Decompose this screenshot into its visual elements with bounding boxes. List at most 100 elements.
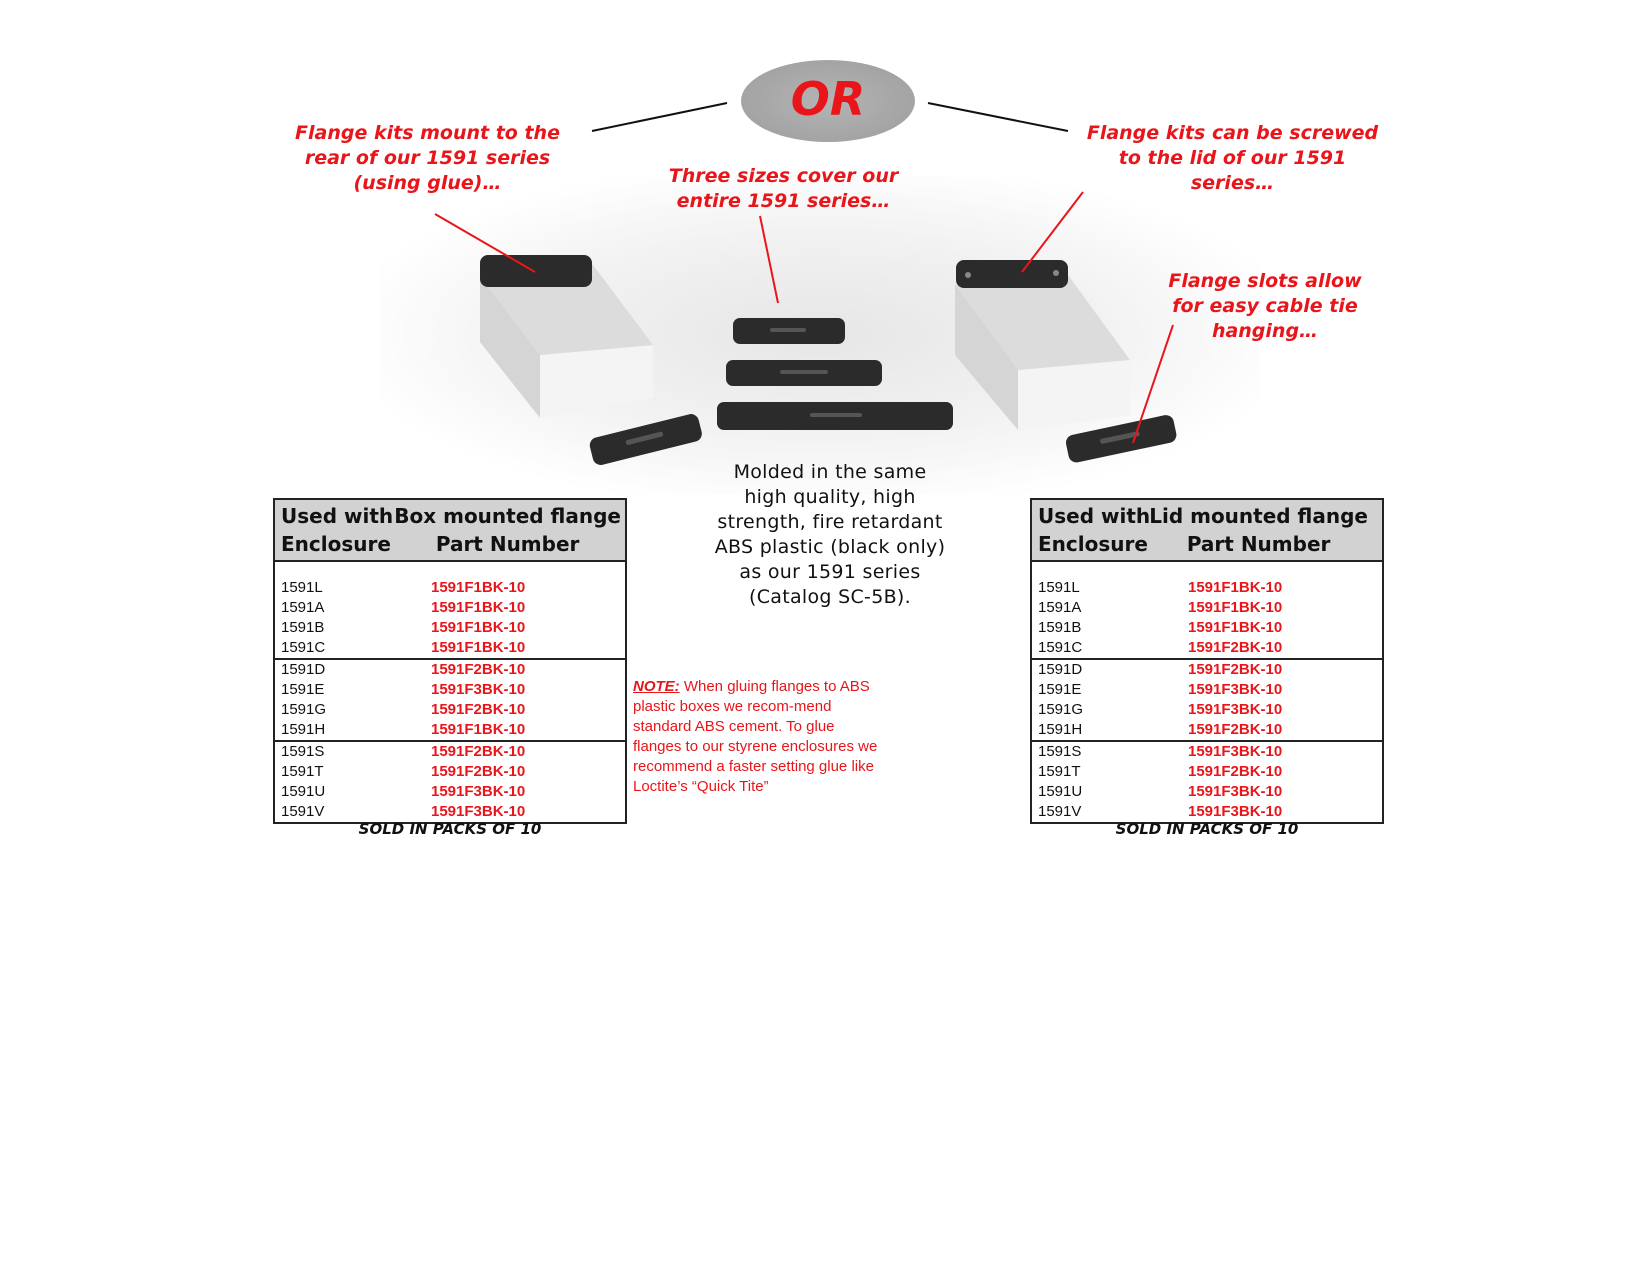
enclosure-cell: 1591G — [281, 701, 327, 718]
part-number-cell: 1591F2BK-10 — [431, 661, 526, 678]
header-line: Part Number — [435, 532, 580, 556]
table-row: 1591U 1591F3BK-10 — [275, 782, 625, 802]
gluing-note: NOTE: When gluing flanges to ABS plastic… — [633, 677, 878, 797]
enclosure-cell: 1591H — [1038, 721, 1083, 738]
box-flange-table: Used with Enclosure Box mounted flange P… — [273, 498, 627, 824]
right-loose-flange — [1065, 415, 1177, 463]
header-line: Box mounted flange — [394, 504, 621, 528]
left-loose-flange — [589, 414, 702, 465]
table-row: 1591L 1591F1BK-10 — [1032, 578, 1382, 598]
enclosure-cell: 1591A — [281, 599, 325, 616]
part-number-cell: 1591F2BK-10 — [1188, 661, 1283, 678]
table-header: Used with Enclosure Lid mounted flange P… — [1032, 500, 1382, 562]
part-number-cell: 1591F1BK-10 — [431, 599, 526, 616]
table-row: 1591B 1591F1BK-10 — [1032, 618, 1382, 638]
enclosure-cell: 1591S — [281, 743, 325, 760]
header-line: Enclosure — [281, 532, 391, 556]
table-row: 1591E 1591F3BK-10 — [1032, 680, 1382, 700]
pointer-line-sizes — [759, 215, 779, 304]
enclosure-cell: 1591C — [281, 639, 326, 656]
part-number-cell: 1591F3BK-10 — [431, 803, 526, 820]
part-number-cell: 1591F2BK-10 — [431, 743, 526, 760]
part-number-cell: 1591F2BK-10 — [1188, 763, 1283, 780]
callout-slots: Flange slots allow for easy cable tie ha… — [1168, 270, 1362, 342]
right-enclosure — [955, 275, 1130, 430]
part-number-cell: 1591F1BK-10 — [1188, 619, 1283, 636]
part-number-cell: 1591F1BK-10 — [431, 639, 526, 656]
part-number-cell: 1591F3BK-10 — [1188, 681, 1283, 698]
description-line: ABS plastic (black only) — [714, 536, 946, 558]
pointer-line-lid — [1021, 191, 1084, 273]
part-number-cell: 1591F3BK-10 — [431, 681, 526, 698]
table-row: 1591G 1591F3BK-10 — [1032, 700, 1382, 720]
left-rear-flange — [480, 255, 592, 287]
part-column-header: Box mounted flange Part Number — [394, 502, 621, 558]
part-number-cell: 1591F3BK-10 — [431, 783, 526, 800]
table-row: 1591H 1591F1BK-10 — [275, 720, 625, 740]
part-number-cell: 1591F3BK-10 — [1188, 701, 1283, 718]
description-line: high quality, high — [744, 486, 916, 508]
table-row: 1591S 1591F2BK-10 — [275, 740, 625, 762]
lid-table-footer: SOLD IN PACKS OF 10 — [1115, 820, 1299, 838]
material-description: Molded in the same high quality, high st… — [695, 460, 965, 610]
enclosure-cell: 1591U — [281, 783, 326, 800]
description-line: (Catalog SC-5B). — [749, 586, 911, 608]
part-number-cell: 1591F1BK-10 — [431, 721, 526, 738]
table-row: 1591C 1591F1BK-10 — [275, 638, 625, 658]
header-line: Used with — [1038, 504, 1151, 528]
enclosure-cell: 1591L — [1038, 579, 1080, 596]
right-lid-flange — [956, 260, 1068, 288]
pointer-line-slots — [1132, 324, 1174, 444]
enclosure-cell: 1591L — [281, 579, 323, 596]
description-line: Molded in the same — [733, 461, 927, 483]
enclosure-cell: 1591C — [1038, 639, 1083, 656]
or-connector-line-right — [927, 102, 1069, 132]
or-connector-line-left — [591, 102, 728, 132]
enclosure-cell: 1591B — [1038, 619, 1082, 636]
enclosure-cell: 1591E — [1038, 681, 1082, 698]
part-number-cell: 1591F1BK-10 — [431, 619, 526, 636]
table-row: 1591A 1591F1BK-10 — [275, 598, 625, 618]
enclosure-cell: 1591S — [1038, 743, 1082, 760]
part-number-cell: 1591F2BK-10 — [431, 701, 526, 718]
table-row: 1591V 1591F3BK-10 — [1032, 802, 1382, 822]
enclosure-cell: 1591A — [1038, 599, 1082, 616]
part-column-header: Lid mounted flange Part Number — [1149, 502, 1368, 558]
enclosure-cell: 1591V — [1038, 803, 1082, 820]
table-row: 1591T 1591F2BK-10 — [275, 762, 625, 782]
note-text: When gluing flanges to ABS plastic boxes… — [633, 678, 878, 795]
table-header: Used with Enclosure Box mounted flange P… — [275, 500, 625, 562]
part-number-cell: 1591F3BK-10 — [1188, 743, 1283, 760]
part-number-cell: 1591F2BK-10 — [431, 763, 526, 780]
callout-three-sizes: Three sizes cover our entire 1591 series… — [668, 165, 899, 212]
part-number-cell: 1591F3BK-10 — [1188, 803, 1283, 820]
table-row: 1591V 1591F3BK-10 — [275, 802, 625, 822]
enclosure-cell: 1591D — [281, 661, 326, 678]
lid-flange-table: Used with Enclosure Lid mounted flange P… — [1030, 498, 1384, 824]
enclosure-cell: 1591V — [281, 803, 325, 820]
enclosure-cell: 1591H — [281, 721, 326, 738]
callout-rear-mount: Flange kits mount to the rear of our 159… — [295, 122, 560, 194]
header-line: Part Number — [1186, 532, 1331, 556]
or-badge: OR — [741, 60, 915, 142]
table-row: 1591G 1591F2BK-10 — [275, 700, 625, 720]
enclosure-cell: 1591T — [281, 763, 324, 780]
box-table-footer: SOLD IN PACKS OF 10 — [358, 820, 542, 838]
table-row: 1591S 1591F3BK-10 — [1032, 740, 1382, 762]
table-row: 1591D 1591F2BK-10 — [275, 658, 625, 680]
enclosure-cell: 1591G — [1038, 701, 1084, 718]
part-number-cell: 1591F1BK-10 — [1188, 579, 1283, 596]
note-label: NOTE: — [633, 678, 680, 695]
callout-lid-mount: Flange kits can be screwed to the lid of… — [1086, 122, 1379, 194]
